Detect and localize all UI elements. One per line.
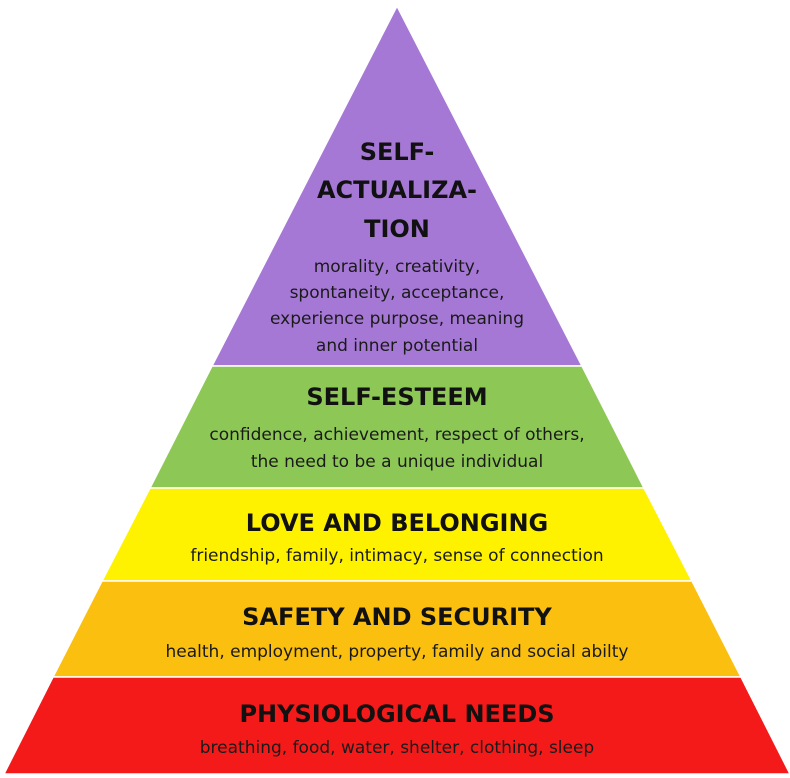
level-description-line: spontaneity, acceptance, — [290, 283, 505, 303]
level-title-line: SAFETY AND SECURITY — [242, 603, 552, 631]
level-love-and-belonging: LOVE AND BELONGING friendship, family, i… — [190, 509, 603, 566]
level-description-line: the need to be a unique individual — [251, 452, 543, 472]
level-description-line: experience purpose, meaning — [270, 309, 524, 329]
level-description-line: breathing, food, water, shelter, clothin… — [200, 738, 594, 758]
level-title-line: TION — [364, 215, 430, 243]
level-description-line: confidence, achievement, respect of othe… — [209, 425, 584, 445]
level-description-line: health, employment, property, family and… — [166, 642, 629, 662]
level-safety-and-security: SAFETY AND SECURITY health, employment, … — [166, 603, 629, 662]
level-title-line: SELF-ESTEEM — [306, 383, 487, 411]
level-self-actualization: SELF- ACTUALIZA- TION morality, creativi… — [270, 138, 524, 356]
level-title-line: ACTUALIZA- — [317, 176, 477, 204]
level-physiological-needs: PHYSIOLOGICAL NEEDS breathing, food, wat… — [200, 700, 594, 758]
level-title-line: PHYSIOLOGICAL NEEDS — [239, 700, 554, 728]
level-title-line: LOVE AND BELONGING — [246, 509, 548, 537]
level-description-line: and inner potential — [316, 336, 478, 356]
level-description-line: friendship, family, intimacy, sense of c… — [190, 546, 603, 566]
level-self-esteem: SELF-ESTEEM confidence, achievement, res… — [209, 383, 584, 472]
level-title-line: SELF- — [360, 138, 435, 166]
level-description-line: morality, creativity, — [314, 257, 481, 277]
level-band-physiological-needs — [2, 676, 790, 775]
